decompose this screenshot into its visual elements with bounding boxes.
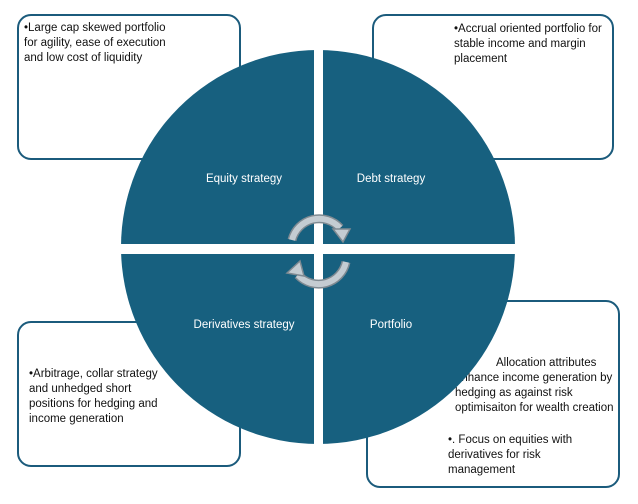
portfolio-note-text-2: •. Focus on equities with derivatives fo… xyxy=(448,434,573,476)
portfolio-label: Portfolio xyxy=(369,319,413,331)
derivatives-note-text: •Arbitrage, collar strategy and unhedged… xyxy=(29,368,158,425)
debt-quadrant xyxy=(318,50,515,247)
equity-strategy-label: Equity strategy xyxy=(205,173,283,185)
cycle-arrows xyxy=(285,214,352,289)
derivatives-quadrant xyxy=(121,247,318,444)
quadrant-circle xyxy=(112,40,526,455)
equity-quadrant xyxy=(121,50,318,247)
portfolio-quadrant xyxy=(318,247,515,444)
debt-note-text: •Accrual oriented portfolio for stable i… xyxy=(454,23,602,65)
counterclockwise-arrow-icon xyxy=(285,259,351,289)
portfolio-note-text-1: Allocation attributes enhance income gen… xyxy=(455,357,614,414)
debt-strategy-label: Debt strategy xyxy=(356,173,426,185)
equity-note-text: •Large cap skewed portfolio for agility,… xyxy=(24,22,166,64)
derivatives-strategy-label: Derivatives strategy xyxy=(193,319,295,331)
clockwise-arrow-icon xyxy=(287,214,352,244)
